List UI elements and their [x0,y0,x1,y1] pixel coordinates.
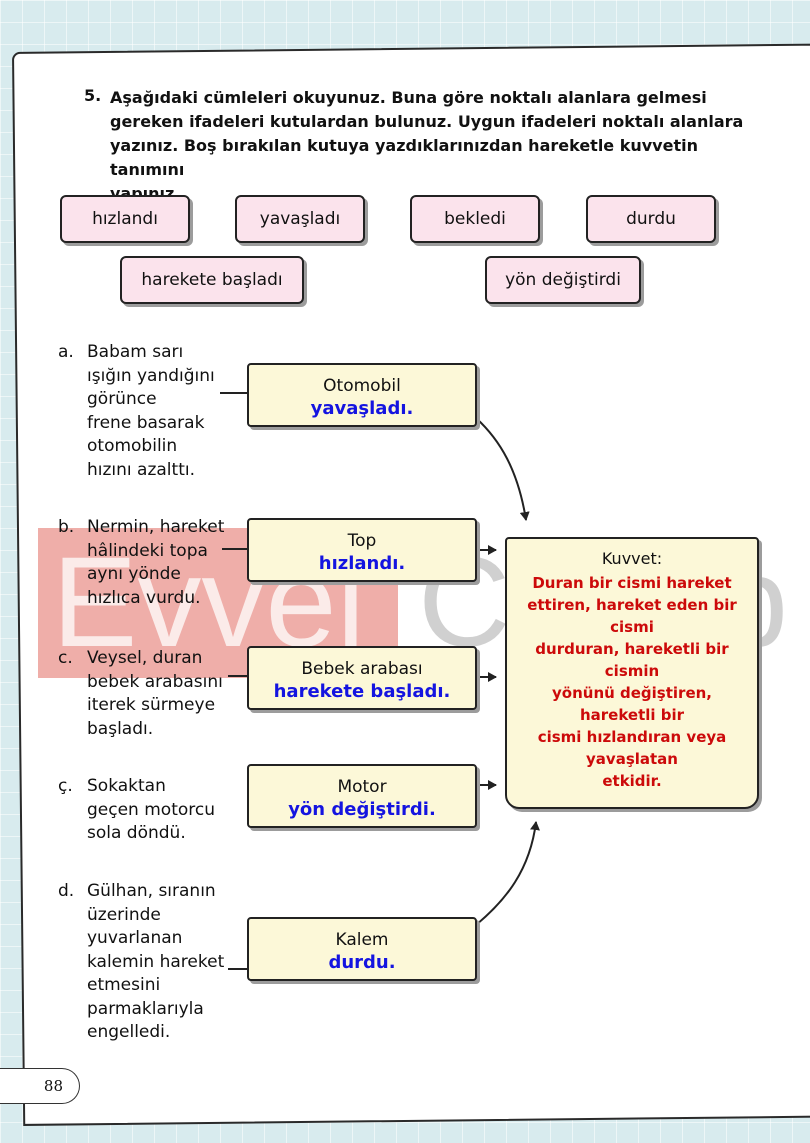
definition-line: hareketli bir [579,706,685,724]
kuvvet-title: Kuvvet: [601,549,663,568]
statement-line: Nermin, hareket [87,517,225,537]
definition-line: cismin [604,662,660,680]
statement-line: geçen motorcu [87,799,215,820]
statement-line: parmaklarıyla [87,998,204,1019]
statement-c: c. Veysel, duran bebek arabasını iterek … [58,647,223,741]
question-number: 5. [84,86,102,105]
statement-line: hâlindeki topa [87,540,208,561]
statement-line: hızlıca vurdu. [87,587,201,608]
question-text: Aşağıdaki cümleleri okuyunuz. Buna göre … [110,86,760,206]
statement-line: kalemin hareket [87,951,225,972]
answer-subject: Kalem [335,930,389,950]
answer-subject: Motor [337,777,387,797]
definition-line: cismi hızlandıran veya [537,728,727,746]
answer-box-c-cedilla: Motor yön değiştirdi. [247,764,477,828]
answer-text: yavaşladı. [310,398,414,419]
word-box-yon-degistirdi: yön değiştirdi [485,256,641,304]
kuvvet-definition-box: Kuvvet: Duran bir cismi hareket ettiren,… [505,537,759,809]
statement-line: görünce [87,389,157,409]
answer-box-b: Top hızlandı. [247,518,477,582]
item-label: c. [58,648,73,668]
definition-line: ettiren, hareket eden bir [527,596,737,614]
statement-b: b. Nermin, hareket hâlindeki topa aynı y… [58,516,225,610]
definition-line: cismi [610,618,654,636]
statement-line: bebek arabasını [87,671,223,692]
statement-line: Babam sarı [87,342,184,362]
definition-line: durduran, hareketli bir [535,640,729,658]
statement-line: frene basarak [87,412,205,433]
definition-line: etkidir. [602,772,662,790]
question-line: yazınız. Boş bırakılan kutuya yazdıkları… [110,136,698,179]
statement-line: iterek sürmeye [87,695,216,715]
answer-box-c: Bebek arabası harekete başladı. [247,646,477,710]
word-box-durdu: durdu [586,195,716,243]
definition-line: yavaşlatan [586,750,678,768]
answer-subject: Otomobil [323,376,401,396]
statement-line: üzerinde [87,904,161,925]
word-box-bekledi: bekledi [410,195,540,243]
statement-line: engelledi. [87,1022,171,1042]
answer-text: yön değiştirdi. [288,799,436,820]
statement-line: otomobilin [87,436,178,456]
arrow-d-to-kuvvet [475,821,540,926]
word-box-yavasladi: yavaşladı [235,195,365,243]
answer-text: durdu. [328,952,396,973]
answer-text: hızlandı. [318,553,406,574]
statement-c-cedilla: ç. Sokaktan geçen motorcu sola döndü. [58,775,215,846]
word-box-harekete-basladi: harekete başladı [120,256,304,304]
statement-line: sola döndü. [87,823,186,843]
answer-box-a: Otomobil yavaşladı. [247,363,477,427]
question-line: Aşağıdaki cümleleri okuyunuz. Buna göre … [110,88,707,107]
statement-line: başladı. [87,718,154,739]
page-number: 88 [0,1068,80,1104]
definition-line: yönünü değiştiren, [552,684,712,702]
statement-line: ışığın yandığını [87,365,215,386]
statement-line: etmesini [87,975,161,995]
item-label: ç. [58,776,73,796]
item-label: b. [58,517,75,537]
statement-line: Gülhan, sıranın [87,881,216,901]
word-box-hizlandi: hızlandı [60,195,190,243]
item-label: d. [58,881,75,901]
statement-line: Veysel, duran [87,648,203,668]
statement-line: Sokaktan [87,776,166,796]
answer-text: harekete başladı. [273,681,451,702]
question-line: gereken ifadeleri kutulardan bulunuz. Uy… [110,112,744,131]
statement-d: d. Gülhan, sıranın üzerinde yuvarlanan k… [58,880,225,1045]
definition-line: Duran bir cismi hareket [532,574,732,592]
arrow-a-to-kuvvet [475,417,530,521]
answer-box-d: Kalem durdu. [247,917,477,981]
statement-line: yuvarlanan [87,928,183,948]
statement-line: hızını azalttı. [87,459,195,480]
answer-subject: Top [347,531,377,551]
item-label: a. [58,342,74,362]
answer-subject: Bebek arabası [301,659,423,679]
statement-a: a. Babam sarı ışığın yandığını görünce f… [58,341,215,482]
kuvvet-definition: Duran bir cismi hareket ettiren, hareket… [507,572,757,792]
statement-line: aynı yönde [87,564,181,584]
